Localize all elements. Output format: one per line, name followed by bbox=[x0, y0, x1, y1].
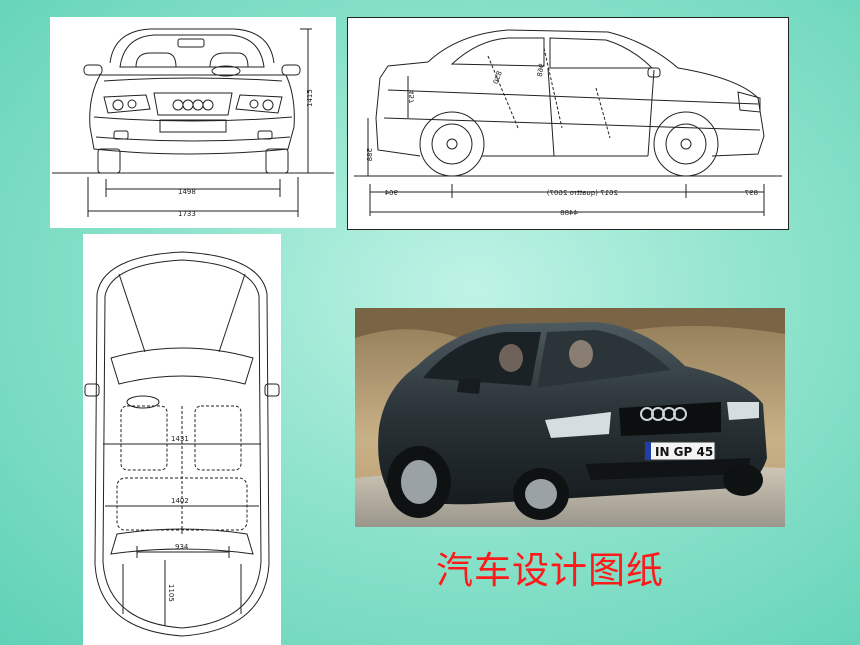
trunk-height-label: 457 bbox=[408, 90, 416, 103]
front-view-svg: 1415 1498 1733 bbox=[52, 28, 334, 218]
front-view-drawing: 1415 1498 1733 bbox=[50, 17, 336, 228]
front-width-label: 1733 bbox=[178, 210, 196, 218]
license-plate-text: IN GP 45 bbox=[655, 445, 713, 459]
side-view-drawing: 964 2617 (quattro 2607) 897 4488 588 457… bbox=[347, 17, 789, 230]
rear-seat-height-label: 968 bbox=[536, 63, 546, 78]
top-view-svg: 1431 1402 934 1105 bbox=[84, 251, 280, 637]
length-label: 4488 bbox=[560, 209, 578, 217]
slide-caption: 汽车设计图纸 bbox=[436, 549, 664, 592]
trunk-depth-label: 1105 bbox=[167, 584, 175, 602]
front-width-top-label: 1431 bbox=[171, 435, 189, 443]
side-view-svg: 964 2617 (quattro 2607) 897 4488 588 457… bbox=[354, 29, 782, 217]
front-overhang-label: 964 bbox=[384, 189, 398, 197]
front-track-label: 1498 bbox=[178, 188, 196, 196]
front-height-label: 1415 bbox=[306, 89, 314, 107]
rear-seat-width-label: 934 bbox=[175, 543, 189, 551]
car-photo: IN GP 45 bbox=[355, 308, 785, 527]
wheel-height-label: 588 bbox=[366, 148, 374, 161]
car-photo-svg: IN GP 45 bbox=[355, 308, 785, 527]
top-view-drawing: 1431 1402 934 1105 bbox=[83, 234, 281, 645]
wheelbase-label: 2617 (quattro 2607) bbox=[547, 189, 618, 197]
front-seat-height-label: 830 bbox=[492, 70, 504, 85]
rear-width-top-label: 1402 bbox=[171, 497, 189, 505]
rear-overhang-label: 897 bbox=[745, 189, 758, 197]
